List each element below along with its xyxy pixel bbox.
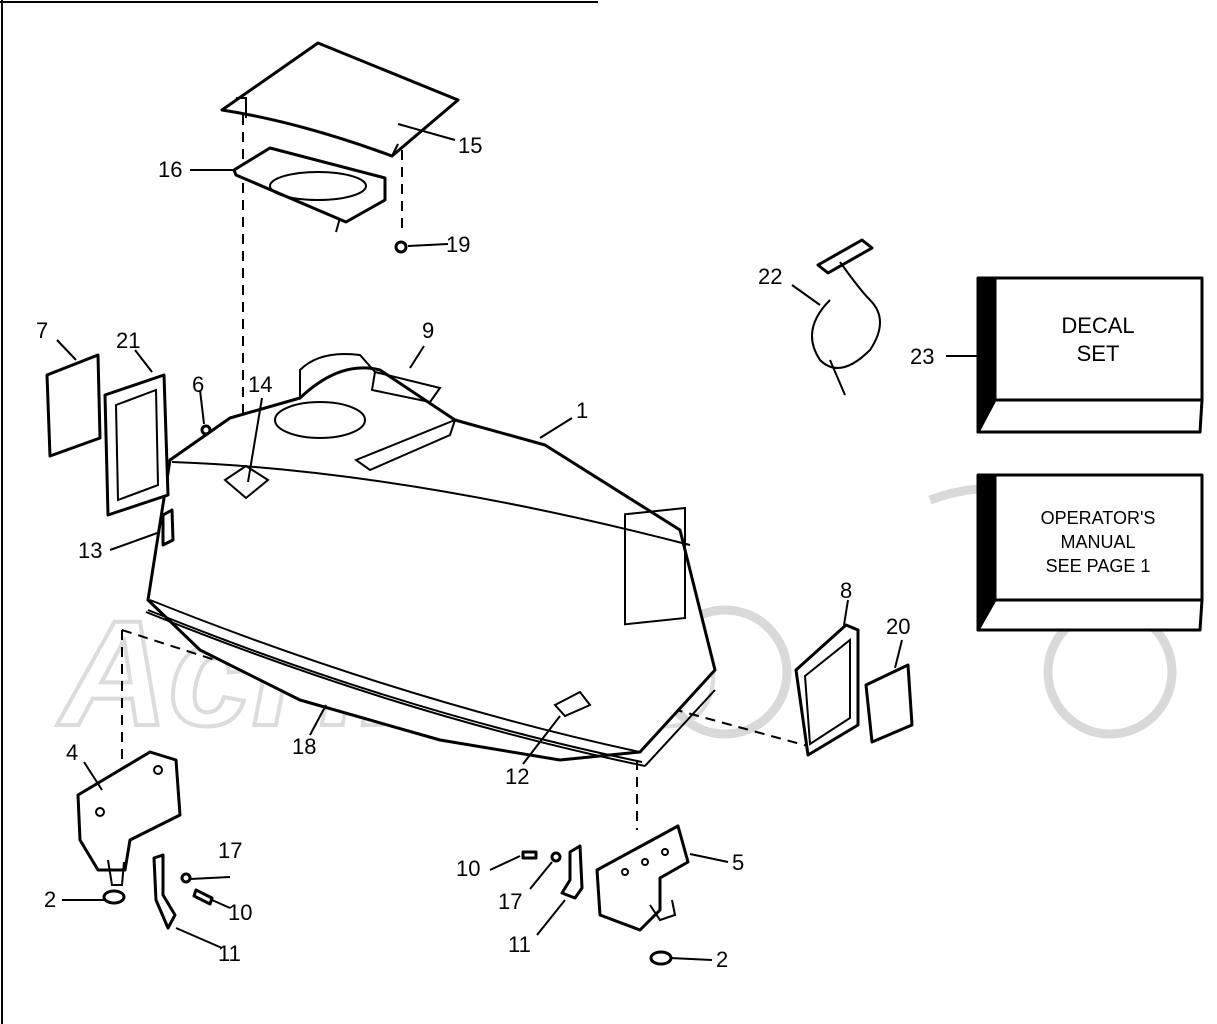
part-10-screw-left — [192, 888, 214, 906]
part-8-side-grille — [794, 623, 860, 757]
callout-23: 23 — [910, 344, 934, 369]
decal-set-box: DECAL SET — [976, 276, 1204, 434]
operators-manual-line2: MANUAL — [1060, 532, 1135, 552]
callouts: 1 2 2 4 5 6 7 8 9 10 10 11 11 12 13 14 1… — [36, 133, 934, 972]
callout-2-right: 2 — [716, 947, 728, 972]
callout-12: 12 — [505, 764, 529, 789]
callout-20: 20 — [886, 614, 910, 639]
part-2-grommet-right — [649, 950, 673, 966]
decal-set-line2: SET — [1077, 341, 1120, 366]
operators-manual-line1: OPERATOR'S — [1041, 508, 1156, 528]
callout-6: 6 — [192, 372, 204, 397]
callout-2-left: 2 — [44, 887, 56, 912]
callout-21: 21 — [116, 328, 140, 353]
callout-11-left: 11 — [218, 941, 241, 966]
callout-16: 16 — [158, 157, 182, 182]
callout-10-right: 10 — [456, 856, 480, 881]
part-10-screw-right — [521, 850, 538, 860]
part-4-bracket — [76, 750, 182, 886]
callout-8: 8 — [840, 578, 852, 603]
callout-13: 13 — [78, 538, 102, 563]
callout-7: 7 — [36, 318, 48, 343]
callout-19: 19 — [446, 232, 470, 257]
callout-15: 15 — [458, 133, 482, 158]
operators-manual-box: OPERATOR'S MANUAL SEE PAGE 1 — [976, 473, 1204, 632]
callout-17-left: 17 — [218, 838, 242, 863]
callout-1: 1 — [576, 398, 588, 423]
part-18-seal-strip — [147, 609, 643, 763]
callout-14: 14 — [248, 372, 272, 397]
callout-9: 9 — [422, 318, 434, 343]
callout-5: 5 — [732, 850, 744, 875]
callout-11-right: 11 — [508, 932, 531, 957]
callout-18: 18 — [292, 734, 316, 759]
callout-10-left: 10 — [228, 900, 252, 925]
part-7-decal — [45, 353, 102, 458]
part-11-clip-left — [152, 853, 177, 930]
part-1-motor-cover — [145, 353, 717, 767]
part-5-bracket — [595, 824, 690, 932]
decal-set-line1: DECAL — [1061, 313, 1134, 338]
part-6-screw — [200, 424, 212, 436]
part-19-screw — [394, 240, 408, 254]
leader-lines — [56, 123, 978, 961]
part-17-washer-left — [180, 872, 192, 884]
part-20-decal — [864, 663, 914, 744]
callout-4: 4 — [66, 740, 78, 765]
operators-manual-line3: SEE PAGE 1 — [1046, 556, 1151, 576]
part-17-washer-right — [550, 851, 562, 863]
part-16-seal — [232, 146, 387, 233]
part-11-clip-right — [560, 844, 584, 900]
part-2-grommet-left — [102, 889, 126, 905]
part-15-top-cover — [220, 41, 460, 158]
part-13-latch — [161, 508, 175, 547]
callout-17-right: 17 — [498, 889, 522, 914]
part-21-grille — [103, 373, 170, 517]
callout-22: 22 — [758, 264, 782, 289]
part-22-lanyard — [811, 238, 881, 396]
